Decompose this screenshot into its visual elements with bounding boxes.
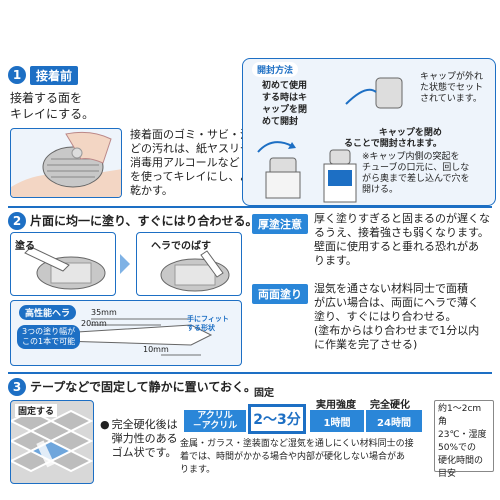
step2-number: 2 [8, 212, 26, 230]
divider-2 [8, 372, 492, 374]
opening-method-badge: 開封方法 [252, 62, 299, 77]
header-fix: 固定 [254, 388, 274, 399]
divider-1 [8, 206, 492, 208]
fix-time-cell: 2～3分 [248, 404, 306, 434]
thick-coat-warning-text: 厚く塗りすぎると固まるのが遅くな るうえ、接着強さも弱くなります。 壁面に使用す… [314, 212, 490, 267]
double-sided-text: 湿気を通さない材料同士で面積 が広い場合は、両面にヘラで薄く 塗り、すぐにはり合… [314, 282, 480, 351]
cure-time-guide-box: 約1～2cm角 23℃・湿度 50%での 硬化時間の 目安 [434, 400, 494, 479]
thick-coat-warning-tag: 厚塗注意 [252, 214, 308, 234]
step1-cleaning-illustration [10, 128, 122, 198]
full-cure-time-value: 24時間 [366, 410, 422, 432]
cure-time-caution: 金属・ガラス・塗装面など湿気を通しにくい材料同士の接 着では、時間がかかる場合や… [180, 439, 414, 475]
step2-spread-illustration: ヘラでのばす [136, 232, 242, 296]
opening-cap-off-text: キャップが外れ た状態でセット されています。 [420, 72, 484, 104]
spatula-fit-note: 手にフィット する形状 [187, 315, 229, 332]
opening-first-use-text: 初めて使用 する時はキ ャップを閉 めて開封 [262, 81, 308, 127]
dimension-20mm: 20mm [81, 319, 107, 328]
tube-illustration-right [318, 146, 362, 204]
step1-detail: 接着面のゴミ・サビ・油な どの汚れは、紙ヤスリや 消毒用アルコールなど を使って… [130, 128, 262, 197]
spatula-widths-note: 3つの塗り幅が この1本で可能 [17, 325, 81, 349]
tube-illustration-left [252, 132, 332, 202]
fix-label: 固定する [15, 404, 58, 417]
bullet-icon: ● [100, 418, 110, 431]
step1-title: 接着前 [30, 66, 79, 85]
step1-lead: 接着する面を キレイにする。 [10, 91, 95, 121]
double-sided-tag: 両面塗り [252, 284, 308, 304]
practical-time-value: 1時間 [310, 410, 364, 432]
spatula-panel: 高性能ヘラ 35mm 20mm 10mm 3つの塗り幅が この1本で可能 手にフ… [10, 300, 242, 366]
material-row-label: アクリル －アクリル [184, 410, 246, 432]
spread-label: ヘラでのばす [151, 241, 211, 252]
header-practical: 実用強度 [316, 400, 356, 411]
opening-cap-close-text: キャップを閉め ることで開封されます。 [344, 128, 442, 149]
step2-apply-illustration: 塗る [10, 232, 116, 296]
step2-title: 片面に均一に塗り、すぐにはり合わせる。 [30, 214, 258, 228]
step3-title: テープなどで固定して静かに置いておく。 [30, 380, 256, 394]
step3-number: 3 [8, 378, 26, 396]
dimension-35mm: 35mm [91, 308, 117, 317]
dimension-10mm: 10mm [143, 345, 169, 354]
step3-tile-illustration: 固定する [10, 400, 94, 484]
step1-number: 1 [8, 66, 26, 84]
spatula-title: 高性能ヘラ [19, 305, 77, 320]
fix-time-value: 2～3分 [251, 407, 303, 431]
opening-note-text: ※キャップ内側の突起を チューブの口元に、回しな がら奥まで差し込んで穴を 開け… [362, 152, 470, 195]
cap-illustration [336, 74, 408, 114]
apply-label: 塗る [15, 241, 35, 252]
cure-note: ● 完全硬化後は 弾力性のある ゴム状です。 [100, 418, 178, 459]
header-full: 完全硬化 [370, 400, 410, 411]
step2-arrow-icon [120, 254, 130, 274]
